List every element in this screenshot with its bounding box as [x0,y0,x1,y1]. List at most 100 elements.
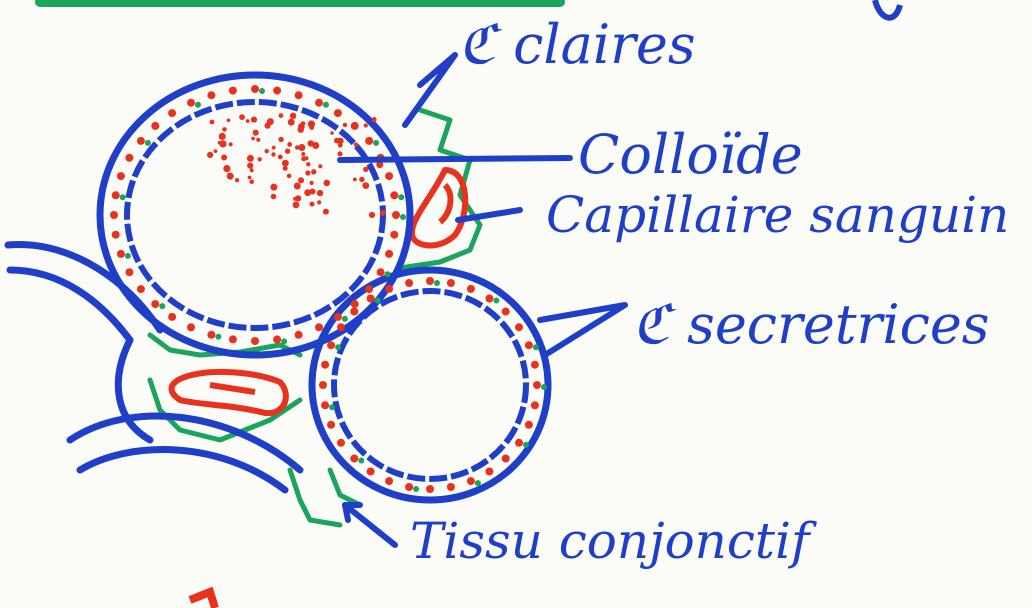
cell-granule [145,140,151,146]
colloid-dot [334,138,340,144]
colloid-dot [288,119,295,126]
label-cells-clear: ℭ claires [458,18,696,72]
colloid-dot [318,164,322,168]
cell-nucleus [112,231,120,239]
cell-nucleus [467,477,475,485]
pointer-tissu [345,505,395,545]
colloid-dot [312,142,319,149]
colloid-dot [251,137,255,141]
colloid-dot [353,178,357,182]
colloid-dot [278,137,283,142]
cell-nucleus [390,231,398,239]
cell-nucleus [125,268,133,276]
colloid-dot [310,181,314,185]
cell-nucleus [392,211,400,219]
cell-granule [159,303,165,309]
cell-nucleus [365,137,373,145]
cell-nucleus [327,421,335,429]
cell-nucleus [377,268,385,276]
colloid-dot [251,117,257,123]
colloid-dot [218,141,222,145]
cell-nucleus [531,401,539,409]
cell-nucleus [168,109,176,117]
cell-nucleus [327,341,335,349]
colloid-dot [311,169,316,174]
colloid-dot [248,176,252,180]
label-blood-capillary: Capillaire sanguin [546,190,1009,240]
cell-nucleus [137,137,145,145]
pointer-secretrices [540,305,625,355]
label-colloid: Colloïde [578,128,803,182]
cell-nucleus [251,337,259,345]
cell-nucleus [187,99,195,107]
colloid-dot [256,138,260,142]
colloid-dot [330,131,334,135]
colloid-dot [324,180,331,187]
cell-nucleus [467,285,475,293]
cell-nucleus [295,331,303,339]
cell-granule [523,442,529,448]
cell-granule [385,271,391,277]
colloid-dot [363,167,368,172]
cell-nucleus [168,313,176,321]
colloid-dot [354,142,358,146]
cell-nucleus [531,361,539,369]
cell-nucleus [229,335,237,343]
colloid-dot [301,121,306,126]
colloid-dot [258,157,262,161]
colloid-dot [239,114,245,120]
cell-nucleus [315,99,323,107]
cell-granule [434,280,440,286]
cell-granule [373,140,379,146]
cell-nucleus [321,361,329,369]
cell-nucleus [350,308,358,316]
colloid-dot [306,162,310,166]
cell-nucleus [117,250,125,258]
colloid-dot [250,168,254,172]
colloid-dot [282,160,289,167]
follicle-left [8,244,300,490]
colloid-dot [317,190,323,196]
cell-nucleus [207,331,215,339]
colloid-dot [279,113,284,118]
cell-nucleus [385,250,393,258]
cell-nucleus [385,477,393,485]
colloid-dot [301,152,305,156]
cell-nucleus [447,483,455,491]
cell-nucleus [447,279,455,287]
colloid-dot [278,155,283,160]
cell-nucleus [367,468,375,476]
cell-nucleus [334,313,342,321]
cell-nucleus [110,211,118,219]
top-blue-stroke [875,0,900,18]
cell-nucleus [295,91,303,99]
colloid-dot [227,119,231,123]
colloid-dot [298,144,305,151]
cell-granule [323,102,329,108]
cell-nucleus [229,87,237,95]
cell-nucleus [515,323,523,331]
cell-nucleus [367,295,375,303]
cell-granule [259,88,265,94]
follicle-bottom-right [312,270,548,500]
colloid-dot [287,174,292,179]
cell-nucleus [502,308,510,316]
cell-nucleus [426,485,434,493]
colloid-dot [223,165,230,172]
colloid-dot [210,120,215,125]
colloid-dot [247,155,254,162]
colloid-dot [293,202,300,209]
cell-granule [335,344,341,350]
cell-nucleus [117,172,125,180]
cell-nucleus [351,300,359,308]
cell-nucleus [525,341,533,349]
colloid-dot [362,182,369,189]
colloid-dot [298,177,304,183]
colloid-dot [372,117,377,122]
bottom-red-mark [190,592,215,608]
cell-granule [413,486,419,492]
cell-nucleus [533,381,541,389]
cell-granule [342,316,348,322]
cell-granule [125,253,131,259]
